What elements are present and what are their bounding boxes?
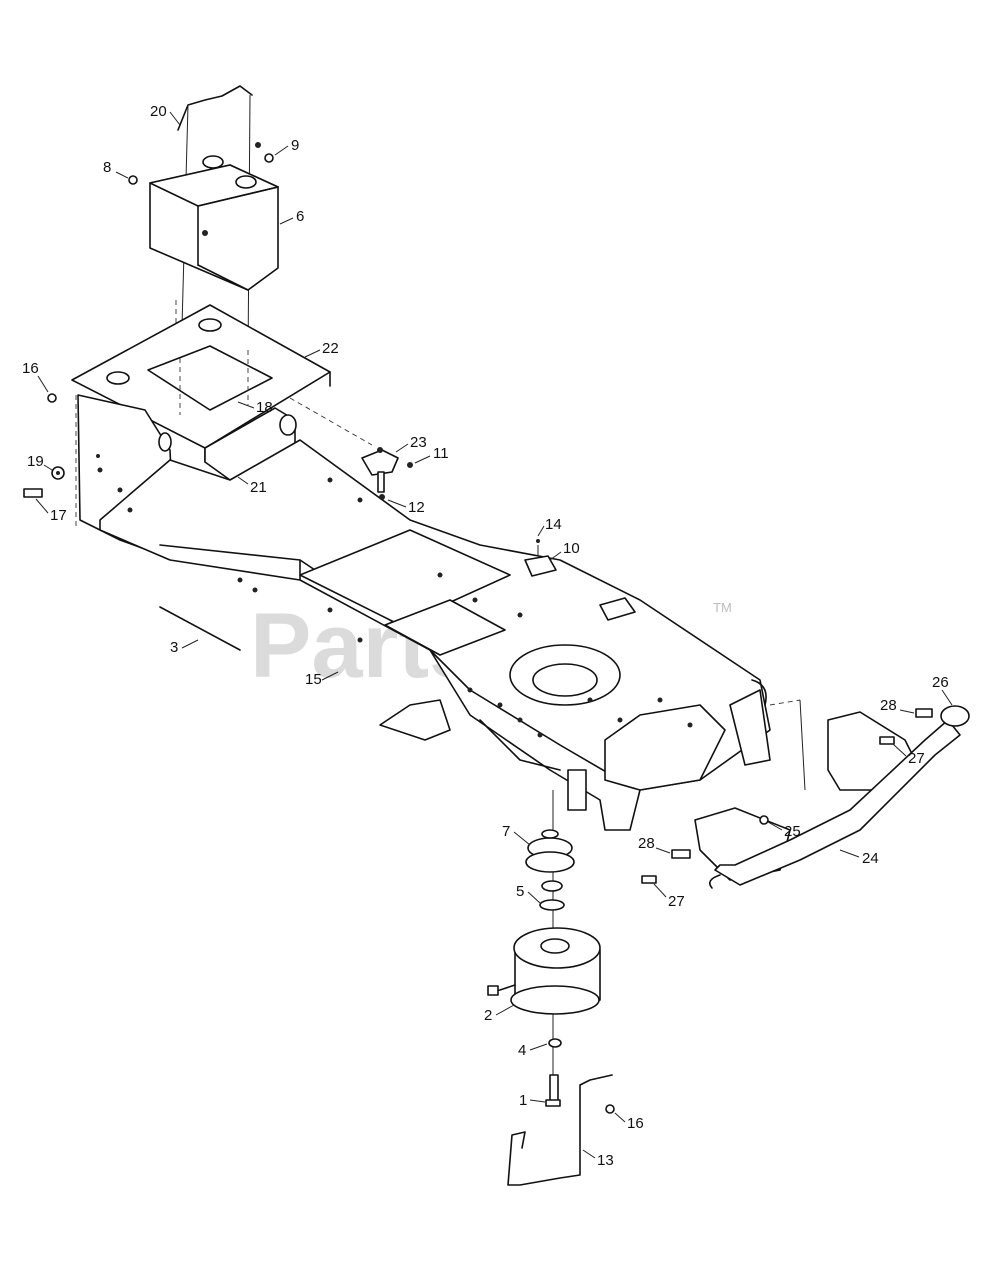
callout-16-top: 16 — [22, 360, 39, 377]
callout-6: 6 — [296, 208, 304, 225]
callout-28-top: 28 — [880, 697, 897, 714]
callout-10: 10 — [563, 540, 580, 557]
callout-2: 2 — [484, 1007, 492, 1024]
clutch-bracket-rod — [507, 1074, 615, 1186]
switch — [524, 539, 557, 577]
callout-27-bottom: 27 — [668, 893, 685, 910]
battery — [149, 155, 279, 291]
callout-27-top: 27 — [908, 750, 925, 767]
callout-25: 25 — [784, 823, 801, 840]
callout-3: 3 — [170, 639, 178, 656]
callout-16-bottom: 16 — [627, 1115, 644, 1132]
callout-22: 22 — [322, 340, 339, 357]
callout-28-bottom: 28 — [638, 835, 655, 852]
callout-24: 24 — [862, 850, 879, 867]
callout-17: 17 — [50, 507, 67, 524]
cable-tie — [159, 606, 241, 651]
watermark-trademark: TM — [713, 600, 732, 615]
battery-hardware — [128, 142, 274, 185]
callout-21: 21 — [250, 479, 267, 496]
front-hardware — [641, 708, 933, 884]
callout-23: 23 — [410, 434, 427, 451]
screw-12 — [379, 494, 385, 500]
main-frame — [97, 439, 771, 831]
front-bracket — [694, 699, 961, 889]
switch-bracket — [361, 447, 399, 493]
callout-14: 14 — [545, 516, 562, 533]
callout-18: 18 — [256, 399, 273, 416]
callout-26: 26 — [932, 674, 949, 691]
callouts: 20 9 8 6 22 16 18 23 11 19 21 12 17 14 1… — [22, 103, 953, 1169]
callout-12: 12 — [408, 499, 425, 516]
pto-stack — [487, 790, 601, 1107]
callout-7: 7 — [502, 823, 510, 840]
callout-4: 4 — [518, 1042, 526, 1059]
tube-cap — [940, 705, 970, 727]
left-hardware — [23, 393, 100, 498]
callout-5: 5 — [516, 883, 524, 900]
callout-19: 19 — [27, 453, 44, 470]
callout-15: 15 — [305, 671, 322, 688]
callout-20: 20 — [150, 103, 167, 120]
callout-11: 11 — [433, 445, 449, 462]
callout-8: 8 — [103, 159, 111, 176]
nut-11 — [407, 462, 413, 468]
callout-9: 9 — [291, 137, 299, 154]
callout-1: 1 — [519, 1092, 527, 1109]
callout-13: 13 — [597, 1152, 614, 1169]
